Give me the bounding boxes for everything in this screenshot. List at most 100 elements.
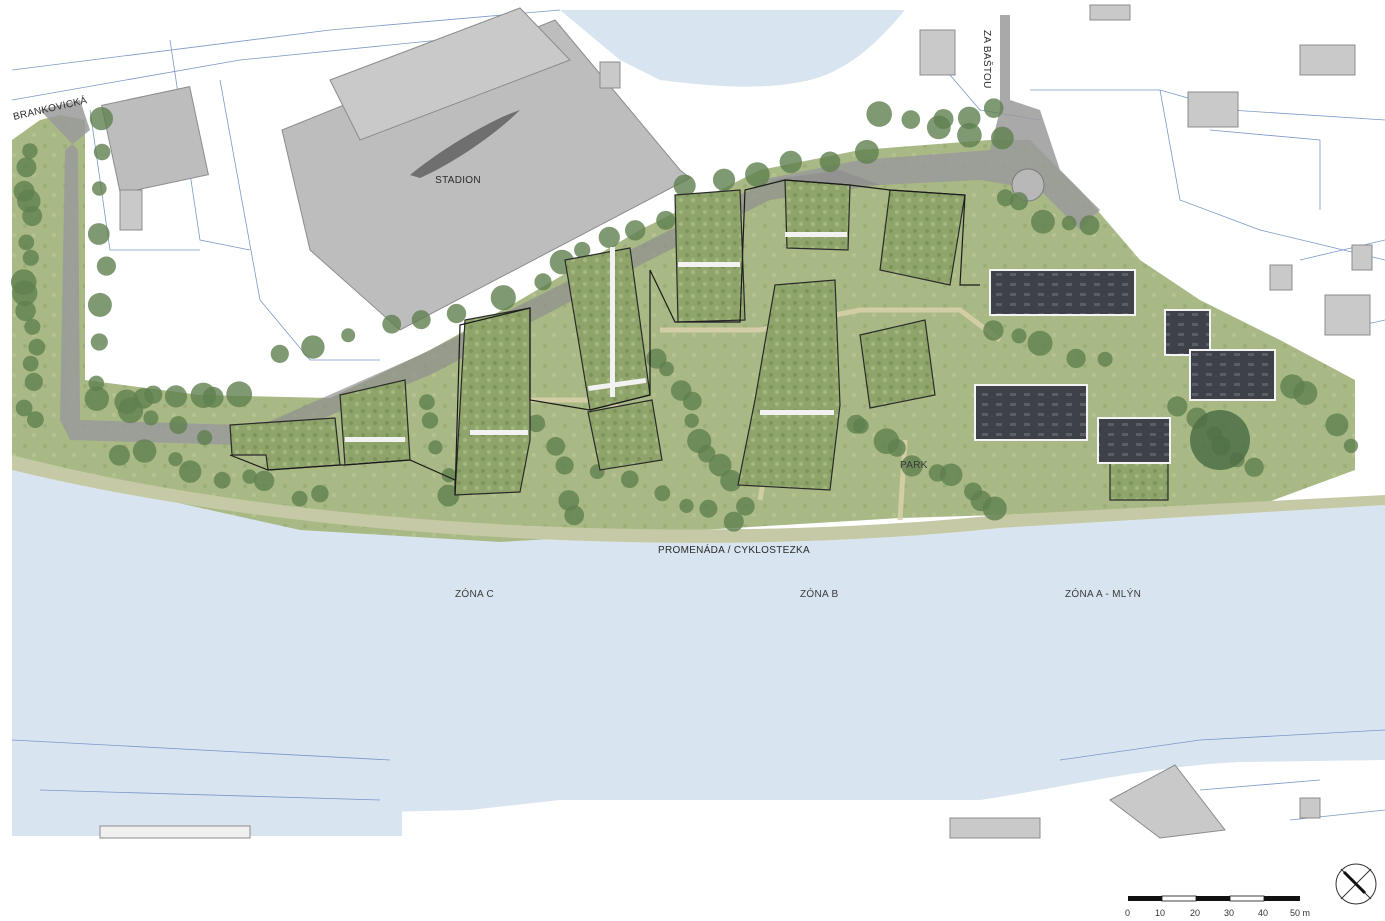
building-c5 — [587, 399, 663, 471]
tree-canopy — [654, 485, 671, 502]
roof-bands — [345, 232, 847, 442]
tree-canopy — [736, 497, 755, 516]
tree-canopy — [93, 143, 111, 161]
building-e-1 — [1269, 264, 1293, 291]
building-c2 — [339, 379, 411, 466]
tree-canopy — [291, 490, 308, 507]
tree-canopy — [341, 328, 356, 343]
stadium-roof-ridge — [410, 110, 520, 178]
scale-tick-30: 30 — [1224, 908, 1234, 918]
tree-canopy — [18, 234, 35, 251]
building-a5 — [1189, 349, 1276, 401]
promenade-path — [12, 455, 1385, 543]
building-n-1 — [919, 29, 956, 76]
tree-canopy — [117, 397, 144, 424]
building-n-2 — [599, 61, 621, 89]
north-arrow-icon — [1335, 863, 1377, 905]
tree-canopy — [421, 412, 439, 429]
building-e-2 — [1324, 294, 1371, 336]
tree-canopy — [419, 394, 435, 411]
tree-canopy — [270, 344, 289, 363]
tree-canopy — [982, 496, 1007, 521]
building-b4 — [737, 279, 841, 491]
tree-canopy — [983, 98, 1004, 118]
tree-canopy — [527, 414, 546, 433]
building-s-1 — [949, 817, 1041, 839]
tree-canopy — [939, 463, 963, 487]
tree-canopy — [779, 150, 802, 174]
tree-canopy — [1167, 396, 1188, 417]
tree-canopy — [28, 338, 46, 356]
tree-canopy — [1343, 438, 1359, 453]
tree-canopy — [957, 122, 982, 148]
tree-canopy — [996, 189, 1014, 207]
tree-canopy — [1031, 209, 1055, 234]
tree-canopy — [712, 168, 736, 191]
tree-canopy — [1097, 351, 1113, 367]
tree-canopy — [546, 437, 566, 456]
tree-canopy — [901, 455, 923, 477]
scale-tick-20: 20 — [1190, 908, 1200, 918]
building-sw-1 — [99, 825, 251, 839]
tree-canopy — [957, 106, 981, 130]
building-a2 — [974, 384, 1088, 441]
building-b3 — [879, 189, 966, 286]
stadium-annex — [329, 7, 571, 141]
tree-canopy — [991, 126, 1014, 150]
tree-canopy — [490, 285, 516, 311]
tree-canopy — [901, 110, 921, 129]
tree-canopy — [684, 413, 699, 428]
scale-tick-0: 0 — [1125, 908, 1130, 918]
channel-water — [12, 760, 402, 836]
tree-canopy — [437, 484, 460, 507]
tree-canopy — [411, 310, 431, 330]
tree-canopy — [564, 505, 585, 526]
tree-canopy — [253, 470, 275, 491]
tree-canopy — [168, 452, 183, 467]
tree-canopy — [428, 440, 443, 455]
tree-canopy — [534, 273, 552, 291]
tree-canopy — [108, 444, 130, 466]
building-ne-2 — [1089, 4, 1131, 21]
tree-canopy — [720, 469, 742, 492]
river-water — [12, 470, 1385, 812]
tree-canopy — [656, 210, 676, 230]
tree-canopy — [144, 385, 163, 404]
tree-canopy — [673, 174, 696, 197]
tree-canopy — [90, 333, 108, 351]
tree-canopy — [89, 107, 113, 131]
road-north-loop — [250, 170, 880, 440]
tree-canopy — [1325, 413, 1349, 437]
tree-canopy — [854, 139, 879, 164]
tree-canopy — [24, 372, 43, 391]
tree-canopy — [1061, 215, 1077, 231]
tree-canopy — [598, 226, 620, 248]
tree-canopy — [723, 511, 744, 532]
tree-canopy — [12, 280, 38, 306]
tree-canopy — [888, 439, 906, 457]
building-ne-1 — [1299, 44, 1356, 76]
tree-canopy — [1244, 457, 1264, 477]
tree-canopy — [1079, 215, 1100, 236]
tree-canopy — [311, 485, 329, 503]
tree-canopy — [179, 460, 202, 483]
building-nw-1 — [101, 86, 209, 194]
tree-canopy — [708, 453, 732, 477]
tree-canopy — [24, 318, 41, 335]
tree-canopy — [853, 418, 869, 434]
dark-roof-buildings — [974, 269, 1276, 464]
tree-canopy — [698, 445, 716, 463]
building-b2 — [784, 179, 851, 251]
tree-canopy — [84, 386, 110, 411]
tree-canopy — [197, 430, 213, 446]
tree-canopy — [301, 335, 325, 359]
building-ne-3 — [1187, 91, 1239, 128]
building-e-3 — [1351, 244, 1373, 271]
tree-canopy — [96, 256, 116, 276]
tree-canopy — [659, 361, 674, 377]
building-b5 — [859, 319, 936, 409]
tree-canopy — [87, 292, 112, 317]
tree-canopy — [22, 249, 39, 266]
scale-bar: 0 10 20 30 40 50 m — [1125, 895, 1310, 918]
large-tree-canopy — [1190, 410, 1250, 470]
